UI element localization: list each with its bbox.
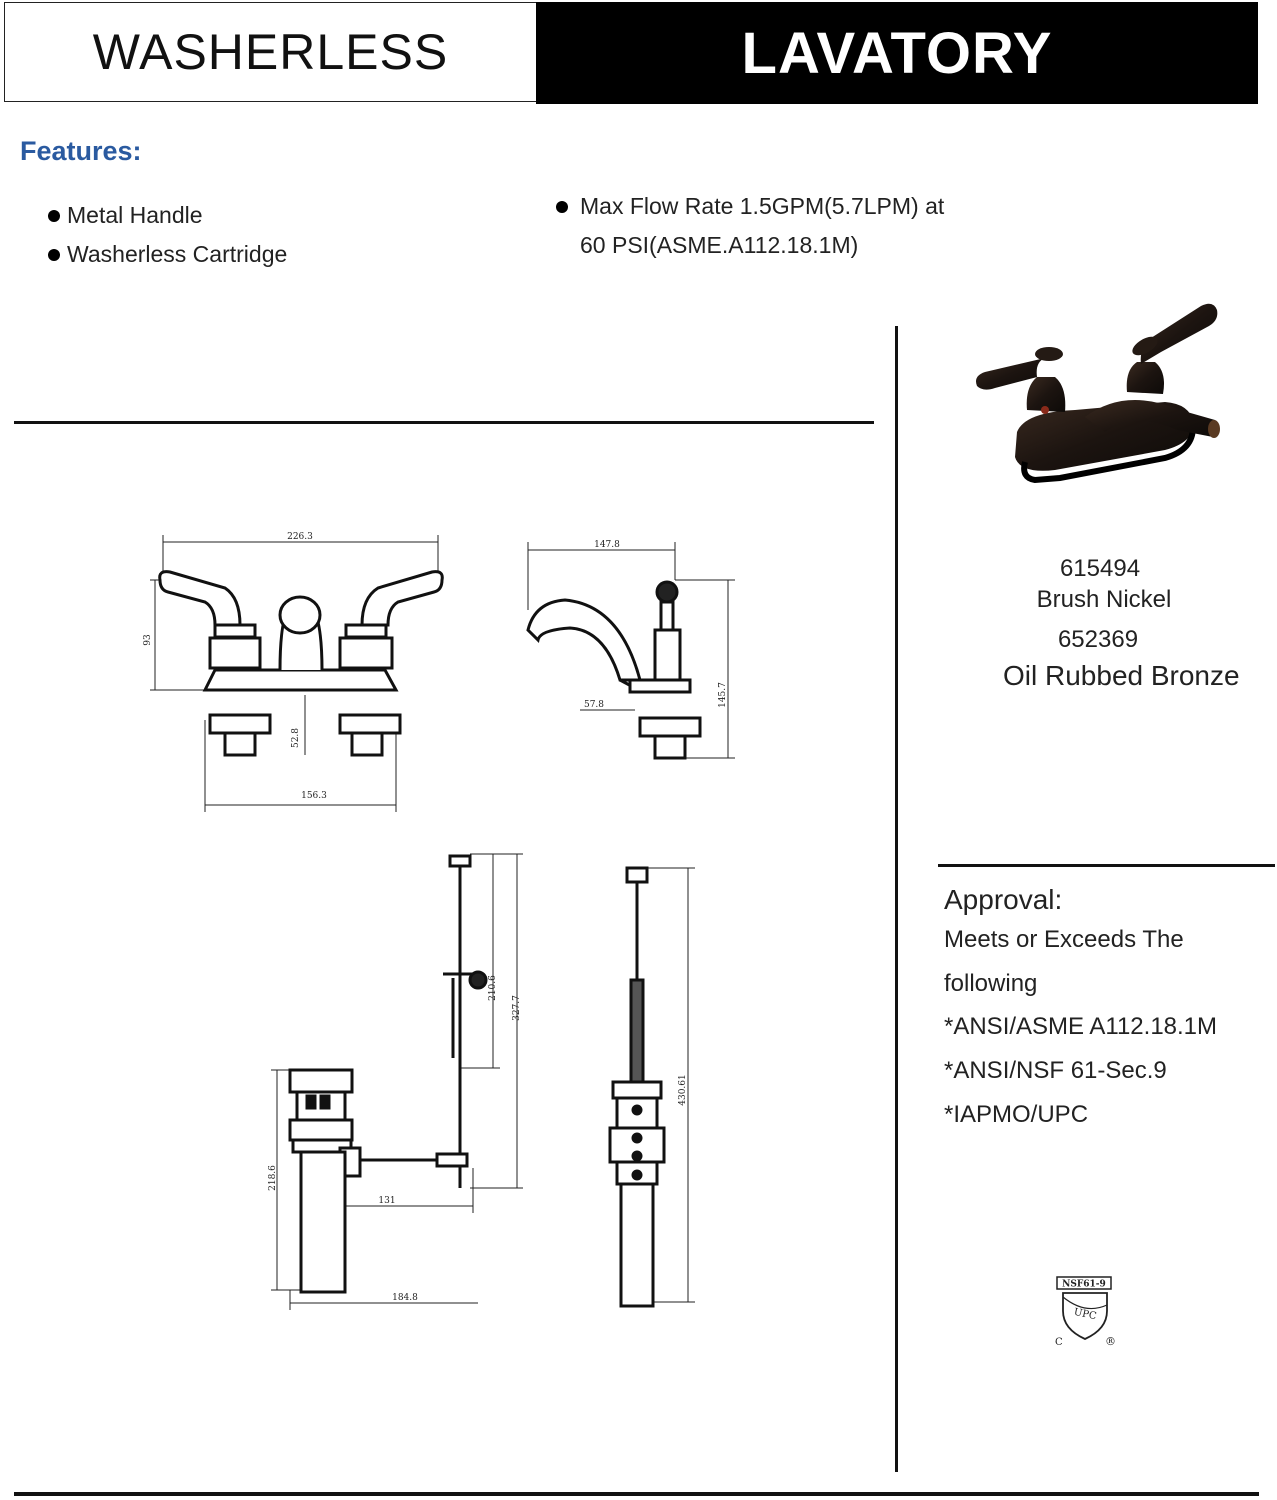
dim-label: 93 [143, 634, 153, 646]
feature-label: Washerless Cartridge [67, 241, 288, 267]
front-view-drawing: 226.3 93 156.3 52.8 [143, 532, 444, 812]
dim-label: 210.6 [488, 975, 498, 1001]
dim-label: 145.7 [718, 682, 728, 708]
model-code-1: 615494 [1059, 555, 1141, 582]
nsf-label: NSF61-9 [1062, 1280, 1106, 1290]
model-finish-1: Brush Nickel [1036, 586, 1172, 613]
drain-side-drawing: 430.61 [608, 866, 695, 1308]
divider-bottom [14, 1492, 1259, 1496]
dim-label: 57.8 [584, 700, 604, 710]
dim-label: 156.3 [301, 791, 327, 801]
divider-approval [938, 864, 1275, 867]
approval-line: *IAPMO/UPC [944, 1101, 1089, 1128]
flow-rate-line1: Max Flow Rate 1.5GPM(5.7LPM) at [580, 193, 945, 219]
flow-rate-line2: 60 PSI(ASME.A112.18.1M) [580, 232, 859, 258]
dim-label: 147.8 [594, 540, 620, 550]
dim-label: 184.8 [392, 1293, 418, 1303]
approval-line: *ANSI/ASME A112.18.1M [944, 1013, 1218, 1040]
dim-label: 226.3 [287, 532, 313, 542]
model-finish-2: Oil Rubbed Bronze [1003, 660, 1240, 691]
approval-title: Approval: [944, 884, 1063, 915]
dim-label: 52.8 [291, 728, 301, 748]
r-mark: ® [1105, 1335, 1116, 1348]
approval-line: *ANSI/NSF 61-Sec.9 [944, 1057, 1167, 1084]
upc-certification-icon: NSF61-9 UPC C ® [1055, 1276, 1116, 1348]
feature-item: Washerless Cartridge [48, 241, 287, 268]
side-view-drawing: 147.8 145.7 57.8 [526, 540, 735, 760]
drain-front-drawing: 210.6 327.7 218.6 131 184.8 [268, 853, 523, 1310]
dim-label: 327.7 [512, 995, 522, 1021]
header-left-panel: WASHERLESS [4, 2, 536, 102]
approval-line: following [944, 970, 1038, 997]
feature-item: Metal Handle [48, 202, 203, 229]
model-code-2: 652369 [1057, 626, 1139, 653]
c-mark: C [1055, 1337, 1063, 1348]
divider-horizontal [14, 421, 874, 424]
upc-label: UPC [1073, 1307, 1098, 1323]
dim-label: 218.6 [268, 1165, 278, 1191]
bullet-icon [48, 209, 60, 222]
dim-label: 131 [378, 1196, 395, 1206]
header-right-panel: LAVATORY [536, 2, 1258, 104]
feature-label: Metal Handle [67, 202, 203, 228]
approval-line: Meets or Exceeds The [944, 926, 1184, 953]
header-right-title: LAVATORY [741, 20, 1053, 86]
feature-item: Max Flow Rate 1.5GPM(5.7LPM) at [556, 193, 944, 220]
header-left-title: WASHERLESS [92, 24, 449, 80]
dim-label: 430.61 [678, 1074, 688, 1106]
features-title: Features: [20, 136, 142, 166]
faucet-product-image [976, 303, 1220, 484]
divider-vertical [895, 326, 898, 1472]
bullet-icon [556, 200, 568, 213]
bullet-icon [48, 248, 60, 261]
